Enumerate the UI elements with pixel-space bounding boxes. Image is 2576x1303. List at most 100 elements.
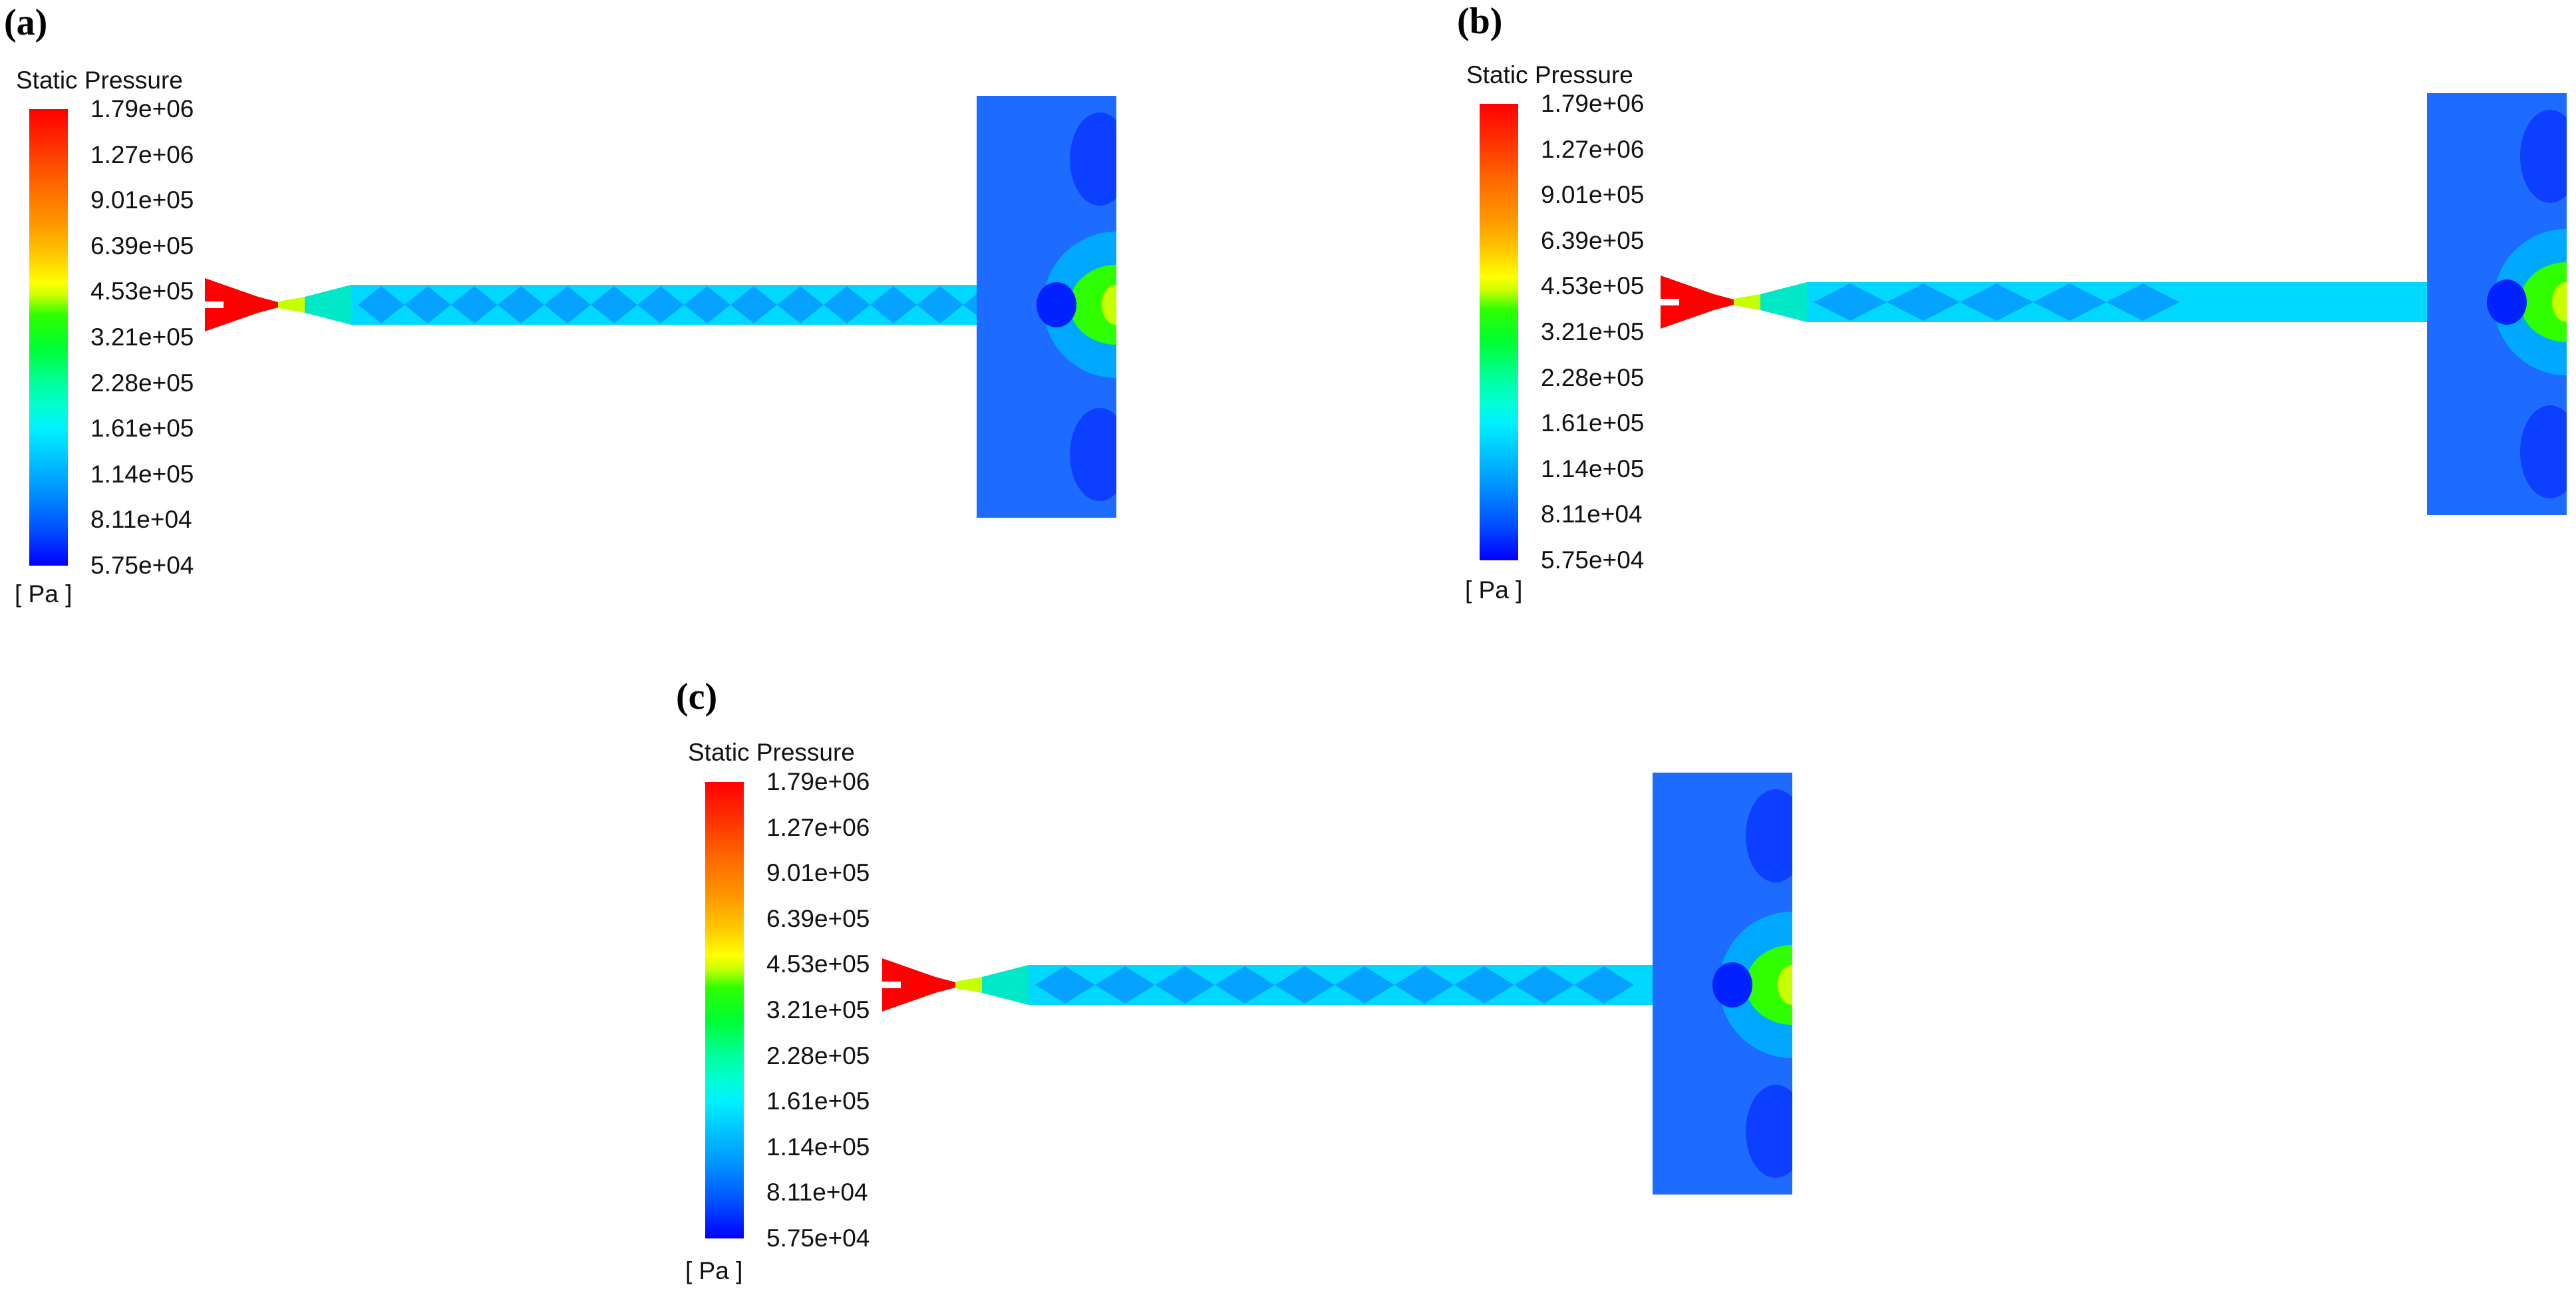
diverging-cone (982, 965, 1029, 1005)
colorbar-tick-label: 5.75e+04 (90, 552, 194, 579)
pressure-colorbar (29, 109, 68, 566)
shock-diamond (917, 286, 963, 323)
panel-label-a: (a) (4, 2, 48, 43)
nozzle (882, 958, 955, 1012)
nozzle-inlet-slot (205, 301, 224, 308)
pressure-contour-geometry (1661, 90, 2576, 518)
shock-diamond (2106, 283, 2179, 321)
shock-diamond (1887, 283, 1960, 321)
colorbar-tick-label: 1.61e+05 (766, 1087, 870, 1115)
shock-diamond (1335, 966, 1394, 1004)
shock-diamond (1394, 966, 1454, 1004)
shock-diamond (777, 286, 824, 323)
colorbar-tick-label: 9.01e+05 (766, 859, 870, 887)
colorbar-tick-label: 9.01e+05 (90, 186, 194, 214)
unit-label: [ Pa ] (15, 580, 73, 608)
nozzle (205, 278, 278, 331)
colorbar-tick-label: 6.39e+05 (1541, 226, 1645, 254)
shock-diamond (404, 286, 451, 323)
colorbar-tick-label: 1.61e+05 (90, 415, 194, 443)
jet-expansion-zone (1712, 962, 1752, 1008)
colorbar-tick-label: 8.11e+04 (90, 506, 192, 534)
colorbar-tick-label: 1.14e+05 (766, 1133, 870, 1161)
colorbar-tick-label: 3.21e+05 (90, 323, 194, 351)
nozzle-throat (955, 977, 982, 993)
low-pressure-lobe (2520, 405, 2576, 498)
stagnation-region (2520, 262, 2576, 342)
colorbar-tick-label: 1.79e+06 (766, 768, 870, 795)
shock-diamond (1095, 966, 1155, 1004)
jet-expansion-zone (2487, 279, 2527, 325)
colorbar-tick-label: 4.53e+05 (1541, 272, 1645, 300)
shock-diamond (1155, 966, 1215, 1004)
colorbar-tick-label: 2.28e+05 (766, 1041, 870, 1069)
colorbar-tick-label: 1.27e+06 (1541, 135, 1645, 163)
nozzle-inlet-slot (1661, 299, 1679, 305)
shock-diamond (1814, 283, 1887, 321)
colorbar-tick-label: 1.61e+05 (1541, 409, 1645, 437)
colorbar-tick-label: 3.21e+05 (1541, 318, 1645, 345)
pressure-colorbar (705, 782, 744, 1238)
colorbar-tick-label: 4.53e+05 (766, 950, 870, 978)
low-pressure-lobe (1070, 408, 1130, 501)
panel-label-c: (c) (676, 676, 718, 717)
shock-diamond (2033, 283, 2106, 321)
colorbar-tick-label: 1.79e+06 (90, 95, 194, 122)
nozzle-throat (278, 297, 305, 313)
colorbar-tick-label: 6.39e+05 (766, 904, 870, 932)
shock-diamond (1574, 966, 1634, 1004)
low-pressure-lobe (2520, 110, 2576, 203)
colorbar-tick-label: 1.27e+06 (90, 140, 194, 168)
shock-diamond (730, 286, 777, 323)
low-pressure-lobe (1070, 112, 1130, 206)
unit-label: [ Pa ] (1465, 576, 1523, 604)
shock-diamond (451, 286, 498, 323)
pressure-contour-geometry (882, 769, 1925, 1198)
legend-title: Static Pressure (16, 67, 183, 94)
shock-diamond (824, 286, 870, 323)
jet-expansion-zone (1037, 282, 1076, 327)
mask (2567, 90, 2576, 518)
legend-title: Static Pressure (1466, 61, 1633, 89)
shock-diamond (637, 286, 684, 323)
shock-diamond (1035, 966, 1095, 1004)
shock-diamond (544, 286, 591, 323)
panel-label-b: (b) (1457, 1, 1503, 42)
colorbar-tick-label: 8.11e+04 (766, 1179, 868, 1207)
low-pressure-lobe (1746, 789, 1806, 882)
colorbar-tick-label: 5.75e+04 (1541, 546, 1645, 574)
unit-label: [ Pa ] (685, 1257, 743, 1284)
panel-c: (c) Static Pressure 1.79e+06 1.27e+06 9.01… (672, 675, 1925, 1303)
colorbar-tick-label: 2.28e+05 (90, 369, 194, 397)
panel-a: (a) Static Pressure 1.79e+06 1.27e+06 9.01… (0, 0, 1249, 608)
colorbar-tick-label: 8.11e+04 (1541, 500, 1643, 528)
nozzle-inlet-slot (882, 982, 901, 988)
shock-diamond (1215, 966, 1275, 1004)
shock-diamond (1275, 966, 1335, 1004)
jet-tube (1029, 965, 1653, 1005)
colorbar-tick-label: 3.21e+05 (766, 996, 870, 1024)
legend-title: Static Pressure (688, 739, 855, 766)
shock-diamond (684, 286, 730, 323)
colorbar-tick-label: 1.14e+05 (90, 460, 194, 488)
shock-diamond (1454, 966, 1514, 1004)
colorbar-tick-label: 9.01e+05 (1541, 181, 1645, 209)
pressure-contour-geometry (205, 93, 1249, 521)
mask (1792, 769, 1925, 1198)
low-pressure-lobe (1746, 1085, 1806, 1178)
jet-tube (351, 285, 977, 325)
colorbar-tick-labels: 1.79e+06 1.27e+06 9.01e+05 6.39e+05 4.53e+05… (766, 768, 939, 1252)
shock-diamond (498, 286, 544, 323)
colorbar-tick-label: 1.14e+05 (1541, 455, 1645, 482)
colorbar-tick-label: 1.27e+06 (766, 813, 870, 841)
mask (1116, 93, 1249, 521)
pressure-colorbar (1480, 104, 1518, 560)
shock-diamond (1514, 966, 1574, 1004)
nozzle (1661, 276, 1734, 329)
diverging-cone (305, 285, 351, 325)
colorbar-tick-label: 2.28e+05 (1541, 363, 1645, 391)
colorbar-tick-label: 4.53e+05 (90, 278, 194, 305)
shock-diamond (870, 286, 917, 323)
